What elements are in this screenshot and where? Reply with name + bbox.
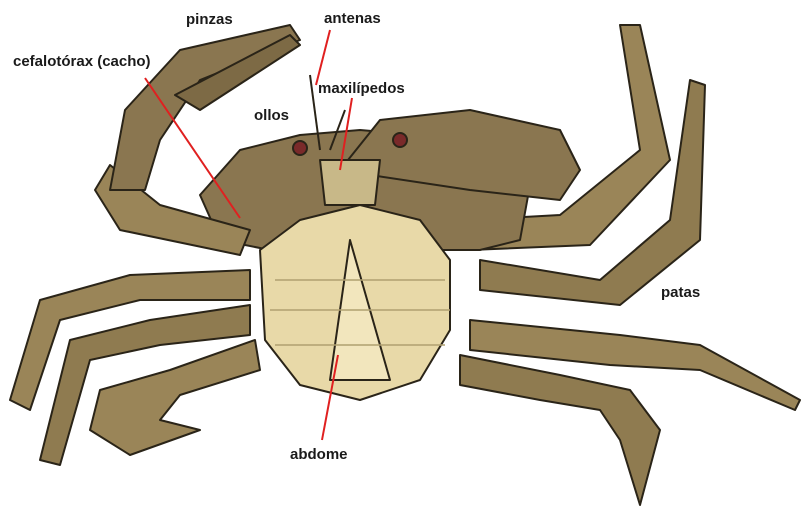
- left-eye: [293, 141, 307, 155]
- label-pinzas: pinzas: [186, 12, 233, 27]
- label-ollos: ollos: [254, 108, 289, 123]
- right-leg-4: [460, 355, 660, 505]
- label-cefalotorax: cefalotórax (cacho): [13, 54, 151, 69]
- crab-drawing: [10, 25, 800, 505]
- right-eye: [393, 133, 407, 147]
- label-maxilipedos: maxilípedos: [318, 81, 405, 96]
- leader-line-antenas: [316, 30, 330, 85]
- label-abdome: abdome: [290, 447, 348, 462]
- label-antenas: antenas: [324, 11, 381, 26]
- left-leg-3: [90, 340, 260, 455]
- maxilliped-area: [320, 160, 380, 205]
- label-patas: patas: [661, 285, 700, 300]
